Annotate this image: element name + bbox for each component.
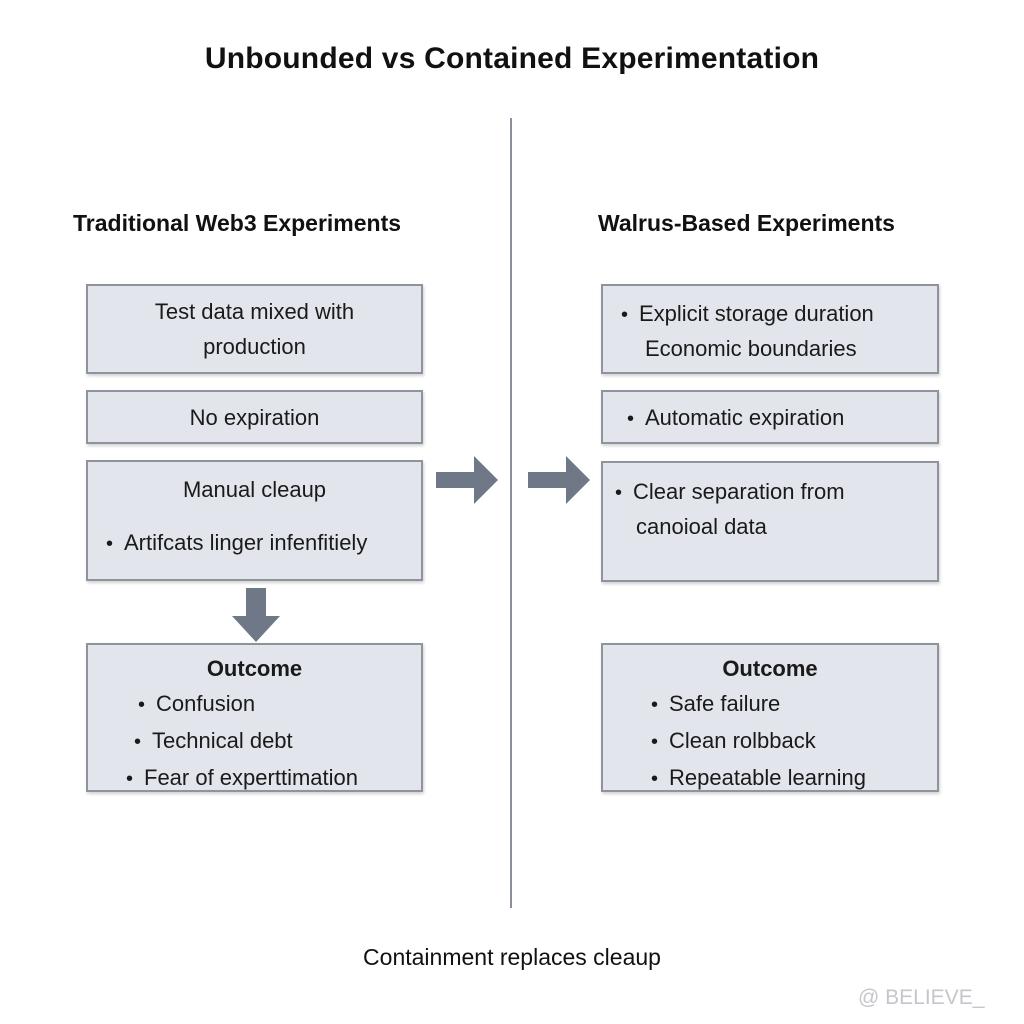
right-column-heading: Walrus-Based Experiments	[598, 210, 895, 236]
left-box-manual-cleanup: Manual cleaup Artifcats linger infenfiti…	[86, 460, 423, 581]
list-item: Clean rolbback	[651, 723, 866, 760]
list-item: Artifcats linger infenfitiely	[106, 525, 367, 562]
left-outcome-title: Outcome	[206, 656, 303, 681]
arrow-right-icon	[436, 456, 498, 504]
page-title: Unbounded vs Contained Experimentation	[204, 42, 820, 75]
right-box-auto-expiration: Automatic expiration	[601, 390, 939, 444]
right-box-separation: Clear separation from canoioal data	[601, 461, 939, 582]
left-box-manual-cleanup-title: Manual cleaup	[182, 477, 327, 502]
watermark: @ BELIEVE_	[858, 986, 985, 1009]
list-item: Explicit storage duration	[621, 296, 874, 333]
right-box-storage-duration-cont: Economic boundaries	[645, 336, 857, 361]
list-item: Clear separation from	[615, 474, 845, 511]
left-box-no-expiration: No expiration	[86, 390, 423, 444]
right-outcome-title: Outcome	[722, 656, 818, 681]
left-column-heading: Traditional Web3 Experiments	[73, 210, 402, 236]
list-item: Safe failure	[651, 686, 866, 723]
list-item: Automatic expiration	[627, 400, 844, 437]
left-box-test-data: Test data mixed with production	[86, 284, 423, 374]
arrow-right-icon	[528, 456, 590, 504]
left-box-test-data-line-2: production	[203, 334, 306, 359]
column-divider	[510, 118, 512, 908]
list-item: Fear of experttimation	[126, 760, 358, 797]
right-box-separation-cont: canoioal data	[636, 514, 767, 539]
left-box-manual-cleanup-list: Artifcats linger infenfitiely	[106, 525, 367, 562]
right-box-storage-duration: Explicit storage duration Economic bound…	[601, 284, 939, 374]
arrow-down-icon	[232, 588, 280, 642]
right-outcome-box: Outcome Safe failure Clean rolbback Repe…	[601, 643, 939, 792]
list-item: Repeatable learning	[651, 760, 866, 797]
right-box-separation-list: Clear separation from	[615, 474, 845, 511]
list-item: Confusion	[138, 686, 358, 723]
right-box-auto-expiration-list: Automatic expiration	[627, 400, 844, 437]
left-box-no-expiration-label: No expiration	[189, 404, 320, 430]
right-box-storage-duration-list: Explicit storage duration	[621, 296, 874, 333]
left-outcome-list: Confusion Technical debt Fear of expertt…	[134, 686, 358, 797]
list-item: Technical debt	[134, 723, 358, 760]
left-box-test-data-line-1: Test data mixed with	[154, 299, 355, 324]
right-outcome-list: Safe failure Clean rolbback Repeatable l…	[651, 686, 866, 797]
left-outcome-box: Outcome Confusion Technical debt Fear of…	[86, 643, 423, 792]
footer-caption: Containment replaces cleaup	[363, 944, 661, 970]
